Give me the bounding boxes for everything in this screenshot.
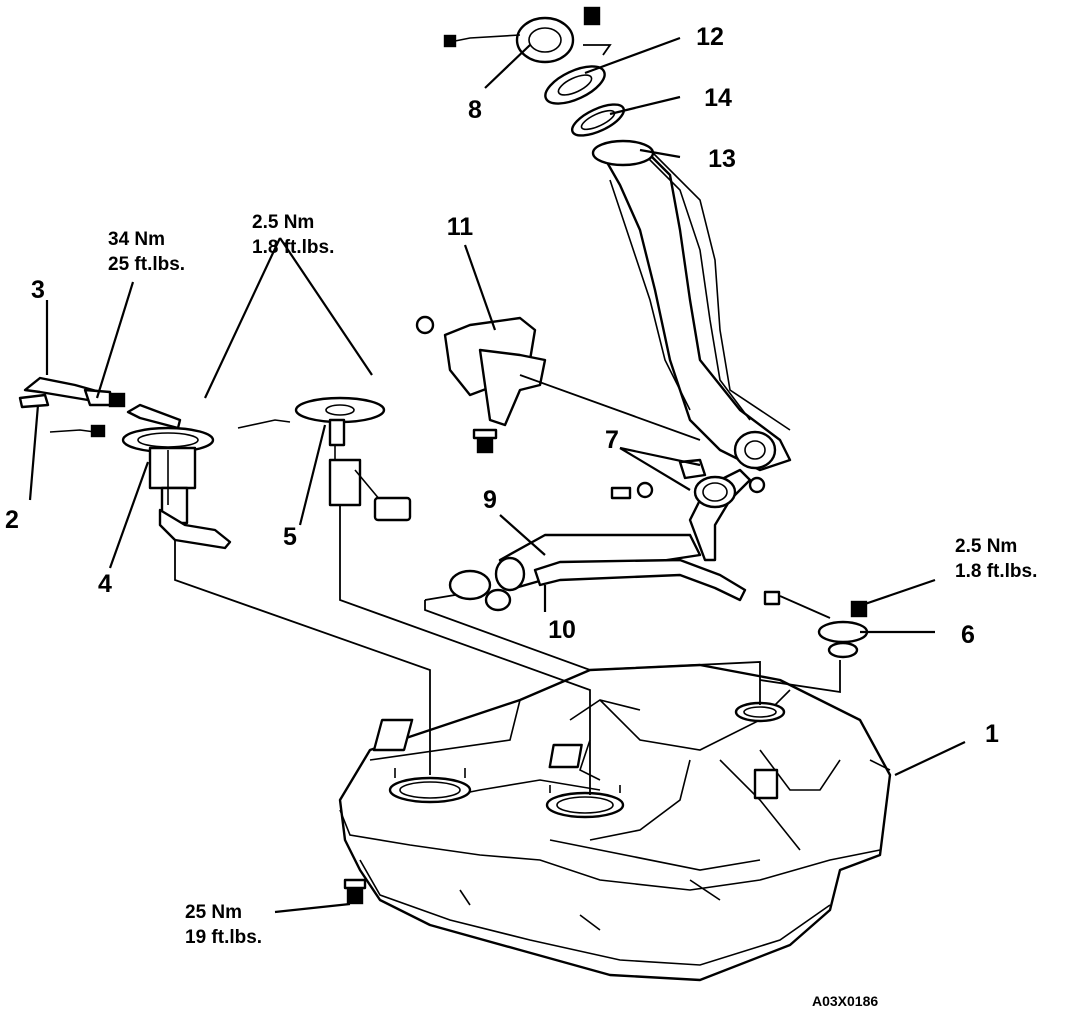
callout-8: 8 (468, 96, 482, 124)
callout-7: 7 (605, 426, 619, 454)
callout-3: 3 (31, 276, 45, 304)
leader-lines (28, 36, 966, 914)
callout-6: 6 (961, 621, 975, 649)
callout-2: 2 (5, 506, 19, 534)
callout-13: 13 (708, 145, 736, 173)
torque-pump-nuts-metric: 2.5 Nm (252, 212, 314, 233)
torque-labels: 34 Nm 25 ft.lbs. 2.5 Nm 1.8 ft.lbs. 2.5 … (108, 212, 1037, 948)
torque-tank-bolt-imperial: 19 ft.lbs. (185, 927, 262, 948)
torque-pump-line-imperial: 25 ft.lbs. (108, 254, 185, 275)
gasket-12 (544, 65, 606, 105)
callout-5: 5 (283, 523, 297, 551)
torque-valve-imperial: 1.8 ft.lbs. (955, 561, 1037, 582)
callout-9: 9 (483, 486, 497, 514)
callout-14: 14 (704, 84, 732, 112)
fuel-pump-assembly (121, 403, 232, 550)
fuel-sender-unit (237, 396, 412, 522)
fuel-tank (338, 663, 892, 982)
valve-assembly (817, 600, 869, 659)
callout-11: 11 (447, 213, 474, 241)
gasket-14 (571, 103, 625, 137)
filler-hose (494, 468, 752, 602)
callout-10: 10 (548, 616, 576, 644)
fuel-cap (443, 6, 601, 64)
fuel-lines-2-3 (18, 376, 126, 438)
torque-pump-nuts-imperial: 1.8 ft.lbs. (252, 237, 334, 258)
torque-pump-line-metric: 34 Nm (108, 229, 165, 250)
bracket (415, 315, 547, 454)
hose-clamps (448, 458, 781, 612)
callout-12: 12 (696, 23, 724, 51)
callout-4: 4 (98, 570, 112, 598)
torque-tank-bolt-metric: 25 Nm (185, 902, 242, 923)
filler-neck (591, 139, 792, 472)
torque-valve-metric: 2.5 Nm (955, 536, 1017, 557)
callout-1: 1 (985, 720, 999, 748)
callout-labels: 1 2 3 4 5 6 7 8 9 10 11 12 13 14 (5, 23, 999, 748)
figure-code: A03X0186 (812, 993, 878, 1009)
